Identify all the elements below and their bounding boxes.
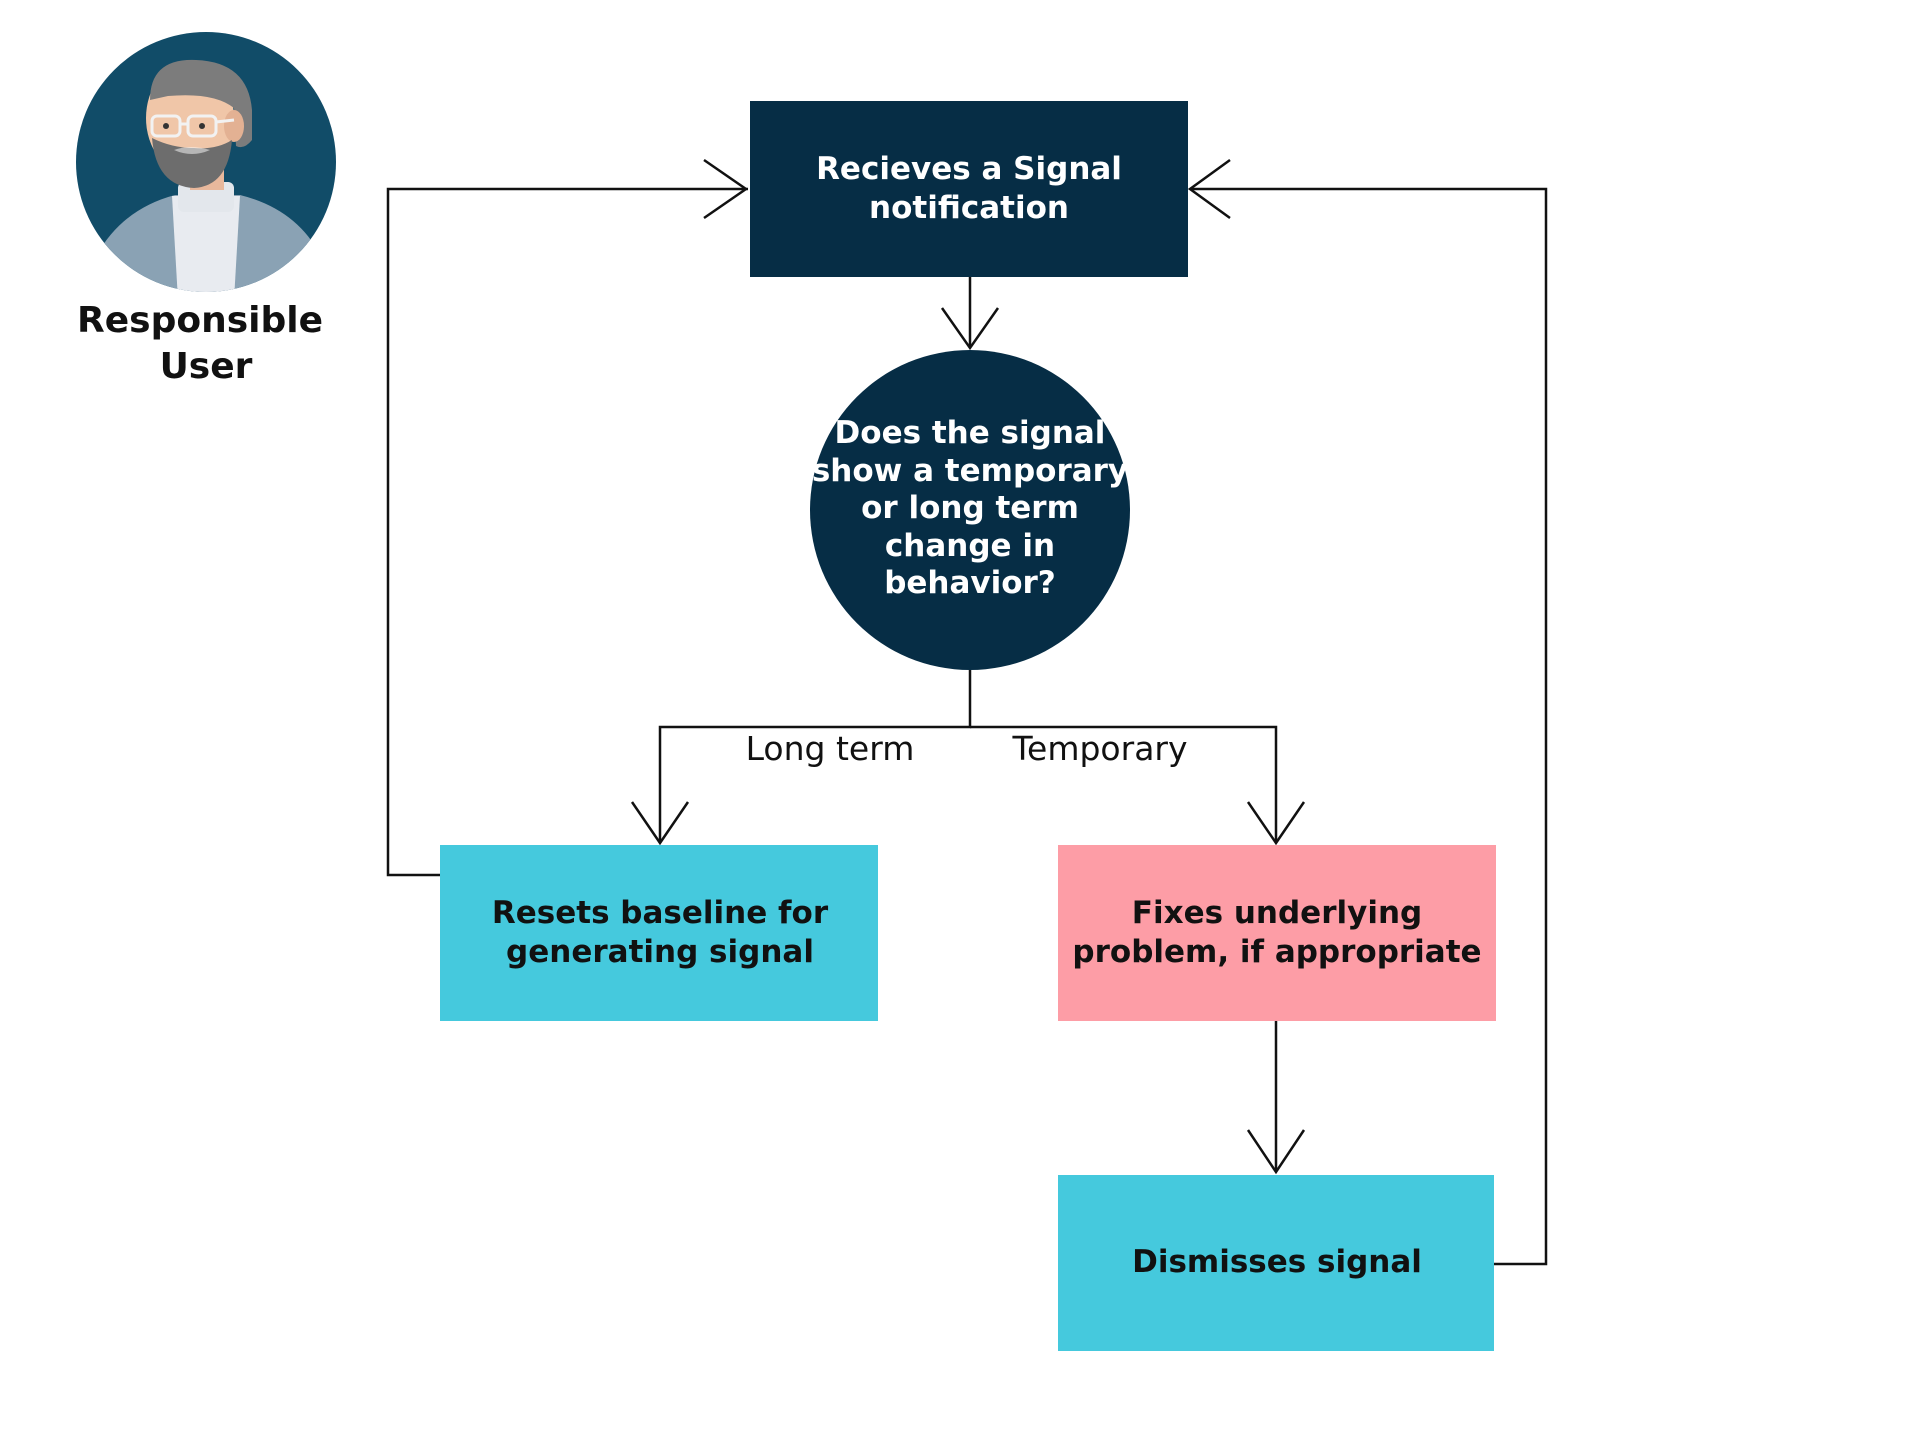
connector-dismiss-loop [1190,187,1548,1266]
edge-label-long-term: Long term [746,729,915,768]
receive-label-line1: Recieves a Signal [816,151,1122,187]
node-receive-signal: Recieves a Signal notification [750,101,1188,277]
reset-label-line1: Resets baseline for [492,895,829,931]
arrowhead-decision [940,307,1000,351]
dismiss-box [1058,1175,1494,1351]
dismiss-label-line1: Dismisses signal [1132,1244,1422,1280]
node-decision: Does the signal show a temporary or long… [810,350,1130,670]
actor-label-line2: User [160,346,253,387]
connector-decision-branches [658,670,972,843]
decision-circle [810,350,1130,670]
user-avatar-icon [76,32,336,292]
decision-label-line4: change in [885,528,1055,564]
node-fix-problem: Fixes underlying problem, if appropriate [1058,845,1496,1021]
fix-label-line2: problem, if appropriate [1072,934,1481,970]
responsible-user-actor: Responsible User [76,32,336,387]
arrowhead-reset [630,801,690,846]
edge-label-temporary: Temporary [1011,729,1187,768]
decision-label-line3: or long term [861,490,1079,526]
reset-box [440,845,878,1021]
actor-label-line1: Responsible [77,300,323,341]
decision-label-line1: Does the signal [835,415,1106,451]
reset-label-line2: generating signal [506,934,814,970]
decision-label-line5: behavior? [884,565,1056,601]
decision-label-line2: show a temporary [812,453,1128,489]
arrowhead-dismiss [1246,1129,1306,1175]
connectors [386,158,1548,1266]
fix-label-line1: Fixes underlying [1132,895,1422,931]
arrowhead-receive-right [1187,158,1231,220]
arrowhead-receive-left [703,158,749,220]
receive-label-line2: notification [869,190,1069,226]
fix-box [1058,845,1496,1021]
node-reset-baseline: Resets baseline for generating signal [440,845,878,1021]
node-dismiss-signal: Dismisses signal [1058,1175,1494,1351]
connector-reset-loop [386,187,748,877]
connector-to-fix [970,725,1278,843]
receive-box [750,101,1188,277]
arrowhead-fix [1246,801,1306,846]
